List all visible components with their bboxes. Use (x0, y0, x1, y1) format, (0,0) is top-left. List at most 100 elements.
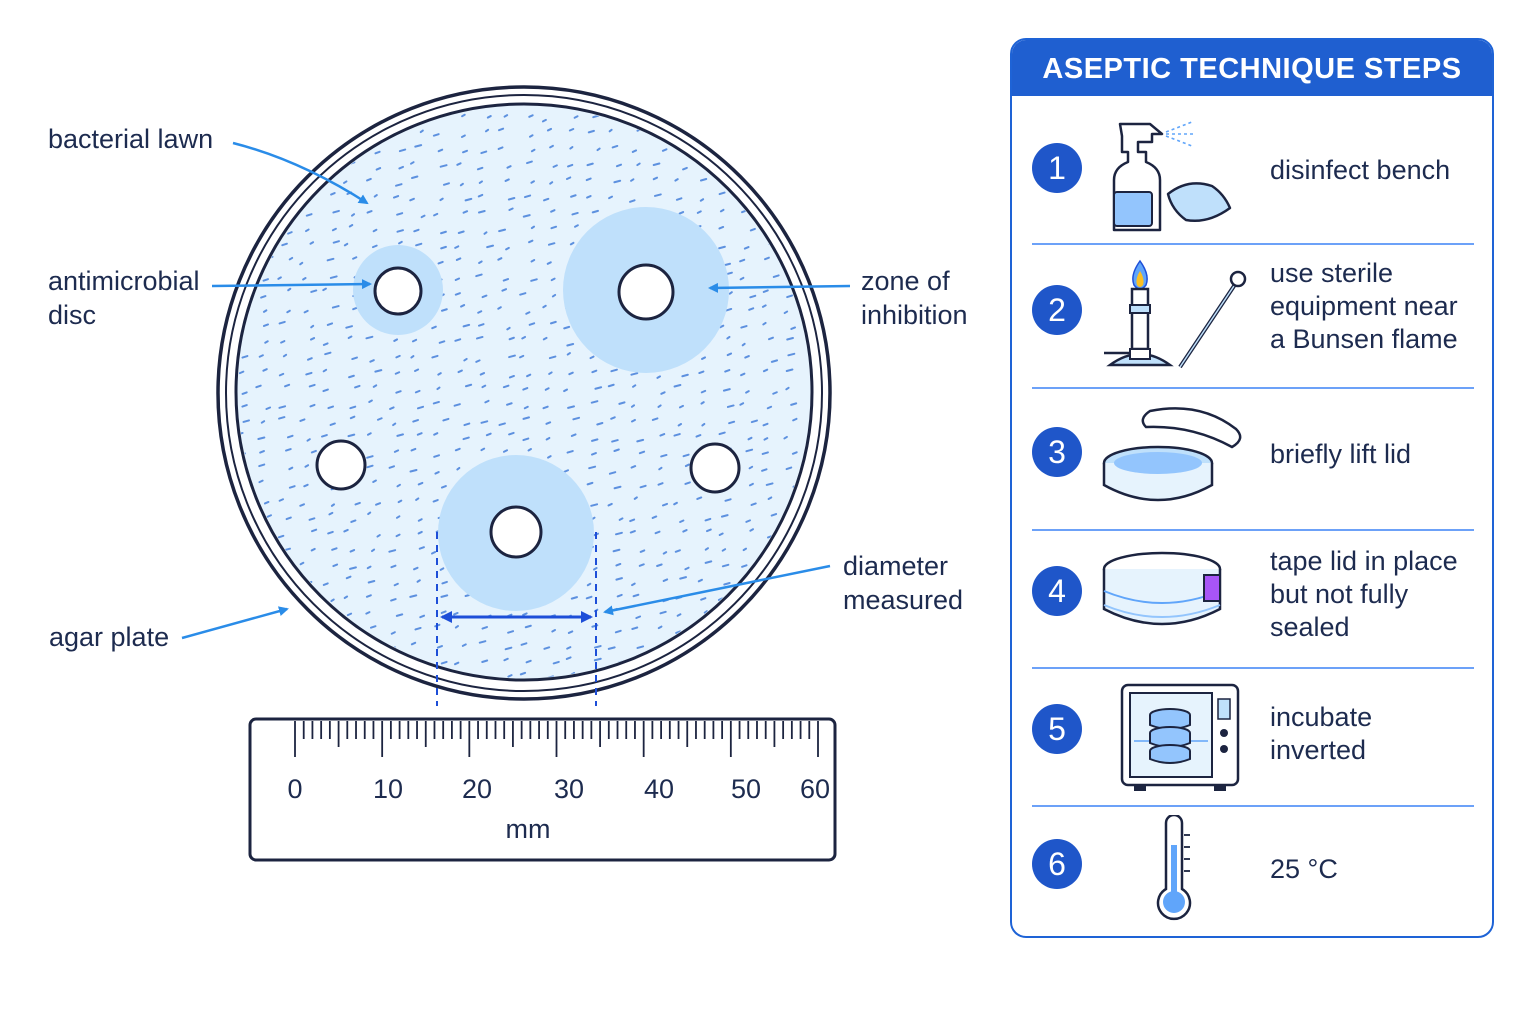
lawn-mark (630, 465, 637, 469)
lawn-mark (264, 340, 269, 344)
zone-of-inhibition-label: zone of inhibition (861, 266, 968, 330)
lawn-mark (367, 511, 372, 516)
lawn-mark (615, 577, 623, 581)
lawn-mark (371, 244, 378, 249)
lawn-mark (392, 195, 400, 199)
lawn-mark (749, 227, 756, 232)
lawn-mark (390, 564, 397, 569)
lawn-mark (723, 581, 731, 586)
lawn-mark (745, 519, 751, 523)
lawn-mark (788, 640, 795, 644)
lawn-mark (679, 576, 688, 580)
lawn-mark (590, 452, 597, 456)
open-petri-dish-icon (1102, 407, 1242, 502)
lawn-mark (502, 449, 509, 453)
lawn-mark (522, 214, 531, 218)
lawn-mark (791, 593, 796, 598)
lawn-mark (591, 209, 599, 214)
antimicrobial-disc-arrow (211, 279, 372, 290)
lawn-mark (349, 566, 357, 570)
lawn-mark (682, 453, 690, 458)
lawn-mark (371, 677, 377, 678)
lawn-mark (453, 403, 461, 407)
lawn-mark (745, 448, 754, 453)
lawn-mark (594, 386, 603, 390)
lawn-mark (454, 277, 461, 282)
lawn-mark (571, 211, 579, 216)
lawn-mark (461, 113, 466, 118)
lawn-mark (440, 485, 447, 489)
lawn-mark (563, 325, 571, 330)
lawn-mark (480, 420, 489, 424)
lawn-mark (786, 180, 792, 184)
lawn-mark (366, 464, 374, 469)
lawn-mark (431, 325, 437, 330)
lawn-mark (593, 645, 602, 649)
incubator-icon (1120, 683, 1240, 791)
lawn-mark (238, 370, 245, 375)
lawn-mark (330, 503, 336, 507)
lawn-mark (395, 613, 404, 617)
lawn-mark (786, 337, 794, 341)
lawn-mark (566, 342, 575, 347)
lawn-mark (566, 450, 574, 454)
lawn-mark (573, 115, 579, 119)
lawn-mark (678, 211, 685, 215)
lawn-mark (684, 114, 691, 118)
lawn-mark (322, 342, 329, 346)
lawn-mark (418, 546, 425, 550)
lawn-mark (657, 482, 664, 486)
lawn-mark (281, 242, 288, 247)
lawn-mark (721, 548, 727, 552)
lawn-mark (372, 479, 377, 484)
lawn-mark (674, 549, 681, 553)
lawn-mark (508, 431, 515, 436)
lawn-mark (523, 194, 532, 199)
lawn-mark (767, 643, 775, 648)
lawn-mark (565, 176, 572, 180)
lawn-mark (389, 406, 395, 410)
lawn-mark (262, 278, 269, 282)
lawn-mark (568, 128, 575, 132)
lawn-mark (497, 146, 504, 150)
lawn-mark (660, 391, 666, 395)
lawn-mark (394, 371, 401, 375)
step-text: incubate inverted (1270, 702, 1373, 765)
lawn-mark (463, 357, 468, 362)
lawn-mark (563, 388, 569, 393)
step-number: 2 (1032, 285, 1082, 335)
lawn-mark (791, 147, 799, 151)
aseptic-technique-panel: ASEPTIC TECHNIQUE STEPS 1 disinfect benc… (1010, 38, 1494, 938)
lawn-mark (277, 118, 285, 123)
lawn-mark (699, 198, 705, 202)
lawn-mark (506, 326, 511, 331)
lawn-mark (372, 384, 378, 388)
lawn-mark (352, 256, 358, 260)
lawn-mark (764, 672, 769, 677)
lawn-mark (372, 228, 378, 233)
lawn-mark (654, 530, 661, 535)
lawn-mark (608, 195, 614, 200)
lawn-mark (673, 501, 678, 506)
lawn-mark (238, 661, 239, 665)
lawn-mark (390, 598, 397, 602)
ruler-label-60: 60 (799, 774, 831, 804)
lawn-mark (543, 646, 551, 650)
lawn-mark (307, 357, 313, 361)
lawn-mark (572, 416, 581, 421)
lawn-mark (478, 180, 483, 184)
lawn-mark (743, 128, 751, 132)
lawn-mark (287, 231, 293, 235)
lawn-mark (400, 680, 403, 682)
lawn-mark (431, 354, 439, 359)
lawn-mark (436, 386, 441, 391)
lawn-mark (526, 160, 533, 165)
lawn-mark (477, 193, 484, 198)
lawn-mark (299, 561, 305, 566)
lawn-mark (255, 551, 261, 555)
lawn-mark (550, 209, 556, 213)
lawn-mark (761, 451, 769, 455)
lawn-mark (635, 615, 642, 619)
lawn-mark (607, 502, 613, 507)
lawn-mark (567, 405, 576, 409)
